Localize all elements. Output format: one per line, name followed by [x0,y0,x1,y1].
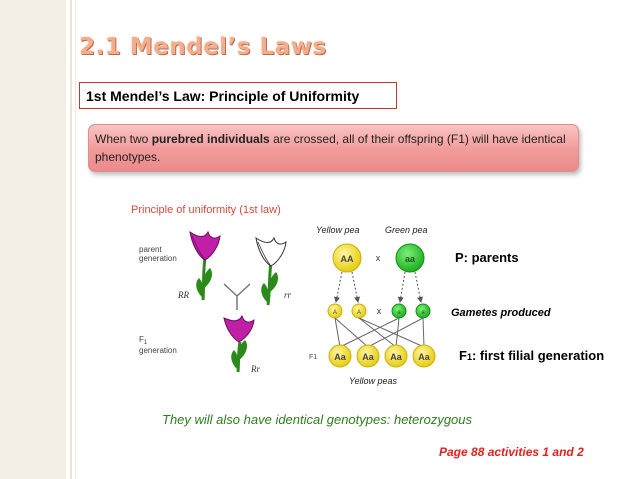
parents-label: P: parents [455,250,519,265]
f1-label: F1: first filial generation [459,348,605,363]
genotype-note: They will also have identical genotypes:… [162,412,473,427]
page-reference: Page 88 activities 1 and 2 [439,445,584,459]
callout-text-bold: purebred individuals [151,132,270,146]
genotype-rr-lower: rr [284,290,292,300]
offspring-pea-1 [328,344,352,368]
fertilization-lines [334,317,425,348]
law-title-box: 1st Mendel’s Law: Principle of Uniformit… [79,82,397,109]
offspring-row-label: F1 [309,354,317,361]
gamete-label-4: a [421,310,425,316]
f1-generation-label-line2: generation [139,346,177,355]
offspring-pea-3 [384,344,408,368]
stripe-divider-thin [75,0,76,479]
callout-text-suffix: are crossed, all of their offspring (F1)… [95,132,566,164]
gamete-label-2: A [357,310,361,316]
f1-generation-label-line1: F1 [139,335,148,346]
left-decorative-stripe [0,0,66,479]
yellow-pea-label: Yellow pea [316,225,360,235]
parent-generation-label-line1: parent [139,245,162,254]
offspring-label-2: Aa [362,352,374,362]
parent-green-genotype: aa [405,254,416,264]
genotype-f1: Rr [250,364,260,374]
offspring-label-1: Aa [334,352,346,362]
parent-green-pea [395,243,425,273]
offspring-pea-2 [356,344,380,368]
cross-symbol-gametes: x [377,306,382,316]
cross-symbol-parents: x [376,253,381,263]
stripe-divider [70,0,72,479]
parent-yellow-pea [332,243,362,273]
magenta-parent-flower-icon [189,230,221,301]
offspring-pea-4 [412,344,436,368]
slide-title: 2.1 Mendel’s Laws [79,34,327,60]
genotype-rr-upper: RR [177,290,189,300]
offspring-caption: Yellow peas [349,376,398,386]
figure-left-title: Principle of uniformity (1st law) [131,204,281,216]
offspring-label-4: Aa [418,352,430,362]
gametes-label: Gametes produced [451,307,551,319]
gamete-label-3: a [397,310,401,316]
white-parent-flower-icon [255,236,287,306]
magenta-f1-flower-icon [223,314,255,373]
green-pea-label: Green pea [385,225,428,235]
cross-lines [223,283,251,310]
parent-yellow-genotype: AA [341,254,354,264]
offspring-label-3: Aa [390,352,402,362]
callout-text-prefix: When two [95,132,152,146]
parent-generation-label-line2: generation [139,254,177,263]
gamete-label-1: A [333,310,337,316]
definition-callout: When two purebred individuals are crosse… [88,124,579,172]
meiosis-arrows [334,271,423,303]
